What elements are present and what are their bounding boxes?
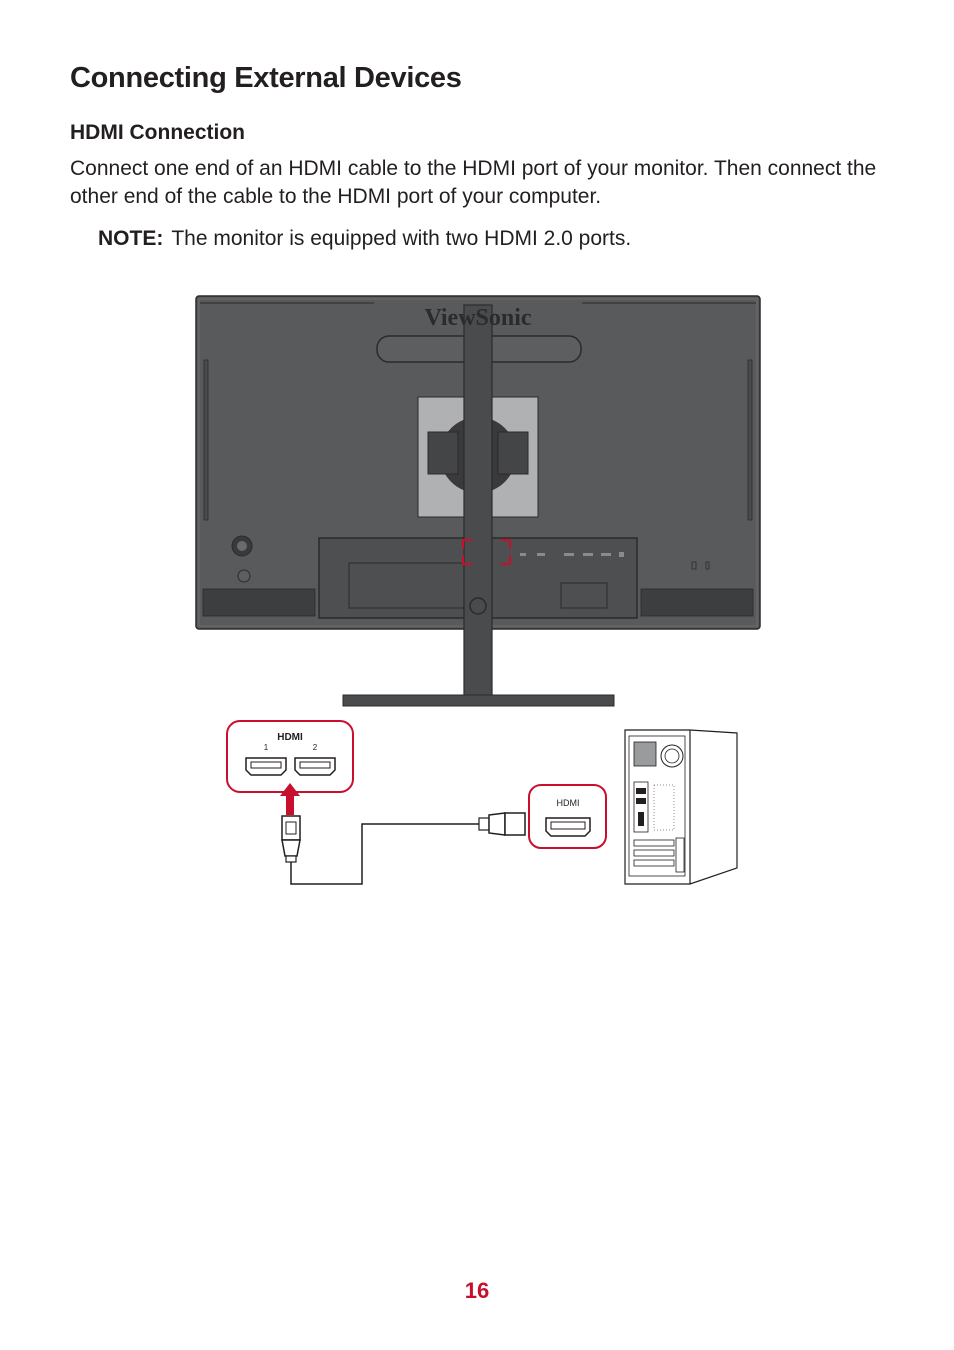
note-label: NOTE:	[98, 227, 164, 250]
hdmi-port-1-number: 1	[264, 743, 269, 752]
hdmi-cable	[281, 812, 526, 885]
pc-hdmi-port-callout: HDMI	[528, 784, 607, 849]
monitor-hdmi-ports-callout: HDMI 1 2	[226, 720, 354, 793]
section-title: HDMI Connection	[70, 121, 245, 144]
pc-hdmi-port	[545, 817, 591, 837]
hdmi-connection-illustration: ViewSonic HDMI 1 2 HDMI	[195, 295, 761, 885]
computer-tower	[624, 729, 738, 885]
note-text: The monitor is equipped with two HDMI 2.…	[171, 227, 632, 250]
hdmi-port-2	[294, 757, 336, 776]
hdmi-logo: HDMI	[277, 732, 303, 743]
hdmi-port-1	[245, 757, 287, 776]
page-number: 16	[464, 1278, 490, 1303]
instruction-paragraph: Connect one end of an HDMI cable to the …	[70, 157, 877, 208]
insert-arrow-icon	[280, 783, 300, 815]
viewsonic-logo: ViewSonic	[424, 305, 531, 331]
note: NOTE: The monitor is equipped with two HD…	[98, 227, 631, 251]
pc-hdmi-label: HDMI	[557, 798, 580, 808]
page-title: Connecting External Devices	[70, 62, 462, 94]
port-highlight-box	[462, 539, 511, 565]
hdmi-port-2-number: 2	[313, 743, 318, 752]
monitor-stand	[342, 304, 615, 707]
